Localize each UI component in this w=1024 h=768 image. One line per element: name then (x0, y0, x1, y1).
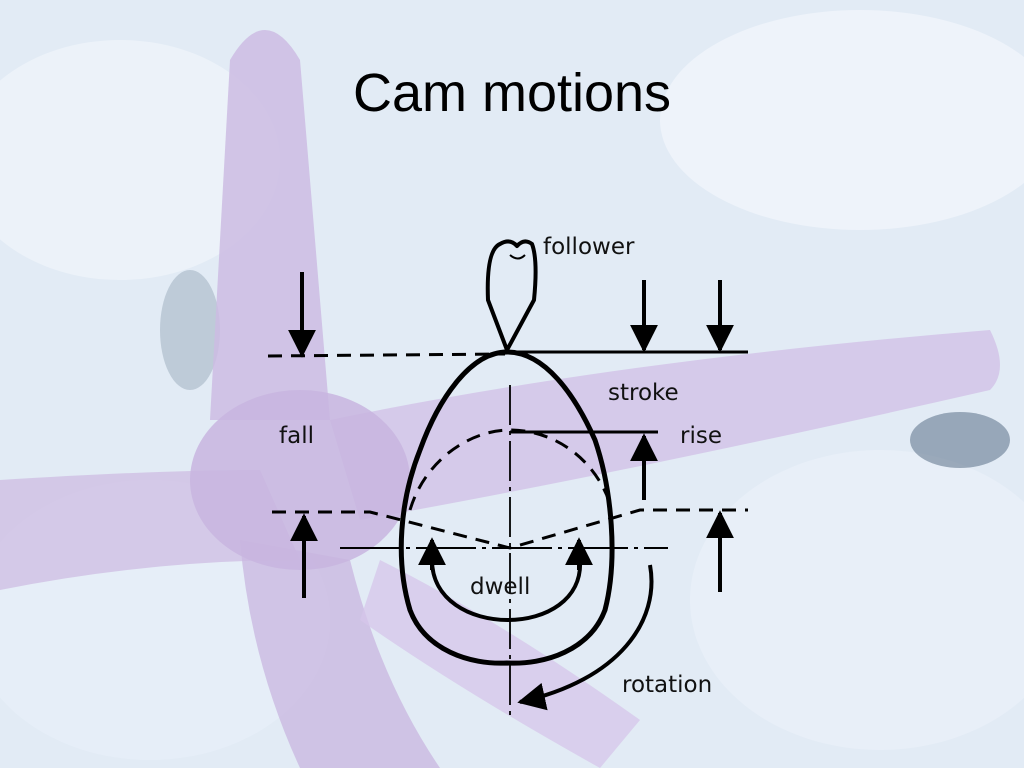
dwell-arc (430, 559, 583, 622)
top-reference-line-dashed (267, 352, 506, 358)
cam-profile (398, 349, 615, 666)
label-stroke: stroke (608, 380, 679, 406)
rotation-arrow (517, 564, 654, 711)
label-dwell: dwell (470, 574, 530, 600)
slide-title: Cam motions (352, 63, 672, 123)
label-fall: fall (279, 423, 314, 449)
label-rotation: rotation (622, 672, 712, 698)
label-follower: follower (543, 234, 635, 260)
lower-dashed-line (272, 508, 748, 550)
base-circle-dashed (408, 428, 614, 511)
label-rise: rise (680, 423, 722, 449)
follower-shape (485, 239, 538, 352)
